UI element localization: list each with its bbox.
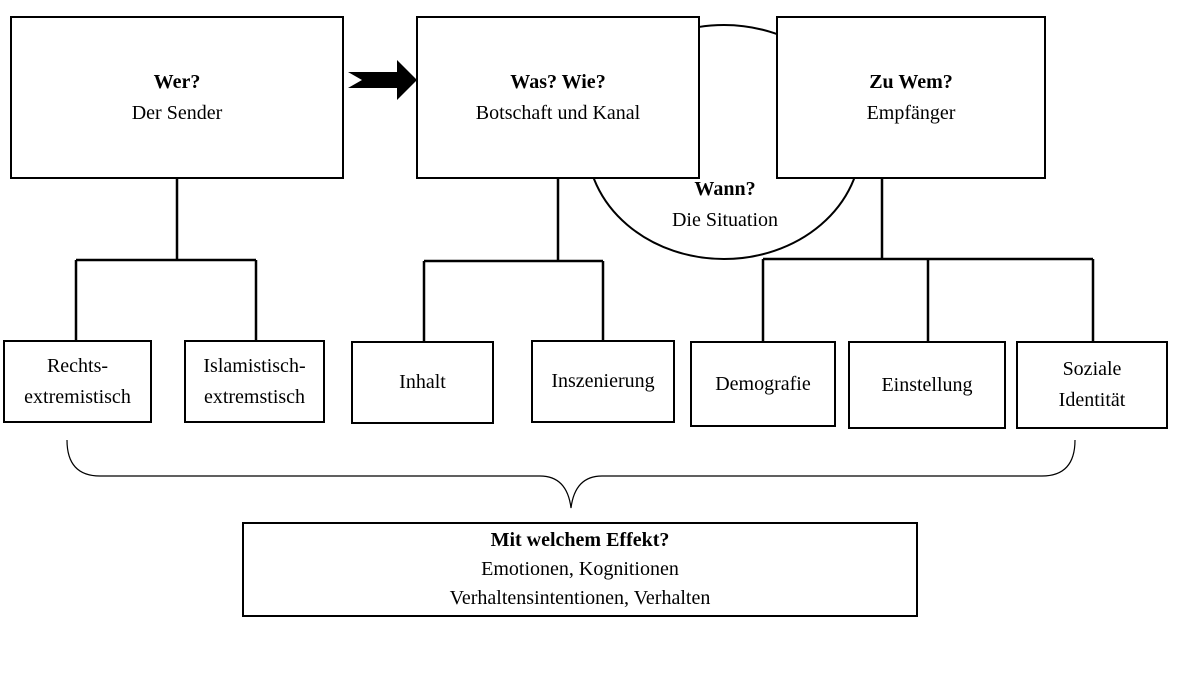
message-child-content: Inhalt xyxy=(351,341,494,424)
receiver-child-attitude: Einstellung xyxy=(848,341,1006,429)
receiver-child-line1: Demografie xyxy=(715,372,811,395)
receiver-child-line2: Identität xyxy=(1058,389,1126,411)
receiver-box: Zu Wem? Empfänger xyxy=(776,16,1046,179)
message-box: Was? Wie? Botschaft und Kanal xyxy=(416,16,700,179)
sender-tree-lines xyxy=(74,178,258,341)
sender-child-right-extremist: Rechts- extremistisch xyxy=(3,340,152,423)
situation-subtitle: Die Situation xyxy=(671,209,779,231)
sender-box: Wer? Der Sender xyxy=(10,16,344,179)
effect-box: Mit welchem Effekt? Emotionen, Kognition… xyxy=(242,522,918,617)
effect-title: Mit welchem Effekt? xyxy=(490,529,670,551)
receiver-child-line1: Einstellung xyxy=(881,373,973,396)
effect-line1: Emotionen, Kognitionen xyxy=(481,558,679,580)
message-tree-lines xyxy=(422,178,605,342)
message-subtitle: Botschaft und Kanal xyxy=(475,101,641,124)
sender-child-line1: Rechts- xyxy=(46,354,109,377)
sender-subtitle: Der Sender xyxy=(131,101,223,124)
arrow-right-icon xyxy=(348,60,417,100)
receiver-tree-lines xyxy=(761,178,1095,341)
curly-brace xyxy=(66,439,1076,509)
receiver-child-line1: Soziale xyxy=(1062,358,1122,380)
situation-title: Wann? xyxy=(694,178,756,200)
sender-child-line2: extremstisch xyxy=(203,385,306,408)
sender-title: Wer? xyxy=(153,70,201,93)
receiver-subtitle: Empfänger xyxy=(866,101,956,124)
message-child-label: Inszenierung xyxy=(551,370,655,392)
message-title: Was? Wie? xyxy=(510,70,606,93)
sender-child-islamist-extremist: Islamistisch- extremstisch xyxy=(184,340,325,423)
sender-child-line2: extremistisch xyxy=(24,385,131,408)
situation-label: Wann? Die Situation xyxy=(620,174,830,236)
receiver-child-social-identity: Soziale Identität xyxy=(1016,341,1168,429)
message-child-label: Inhalt xyxy=(399,371,446,393)
message-child-staging: Inszenierung xyxy=(531,340,675,423)
sender-child-line1: Islamistisch- xyxy=(203,354,306,377)
receiver-title: Zu Wem? xyxy=(869,70,953,93)
effect-line2: Verhaltensintentionen, Verhalten xyxy=(449,587,711,609)
receiver-child-demography: Demografie xyxy=(690,341,836,427)
